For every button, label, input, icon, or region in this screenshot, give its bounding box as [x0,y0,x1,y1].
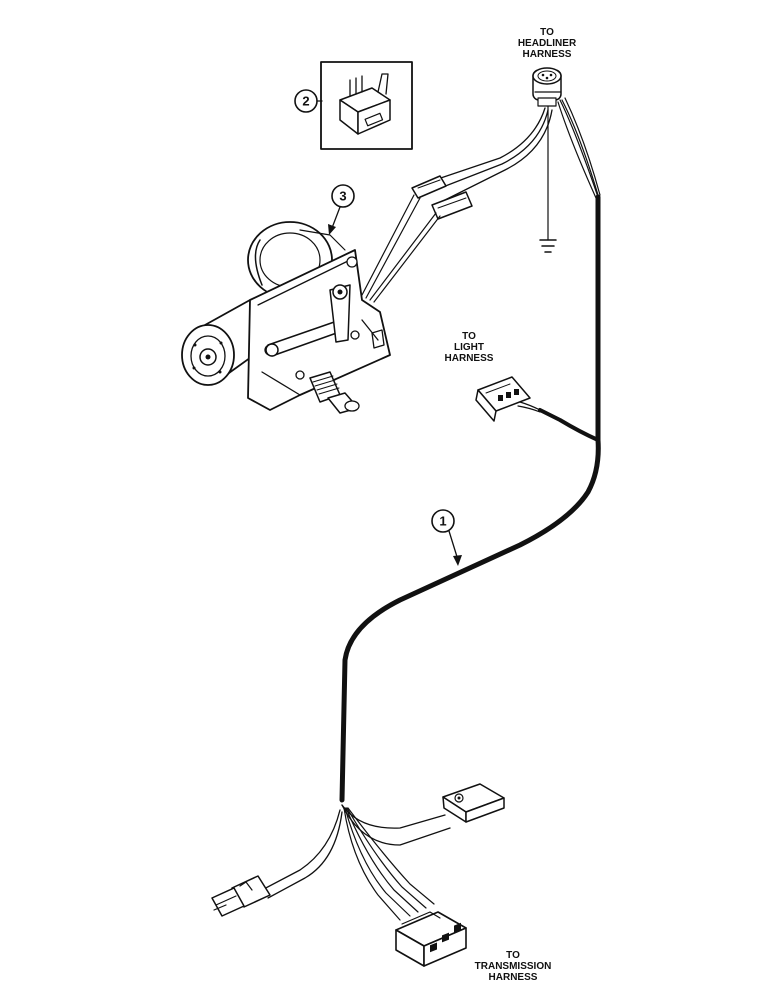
headliner-label-line-3: HARNESS [523,49,572,60]
ground-wire [539,104,557,253]
motor-branch-connector-lower [431,191,473,220]
light-harness-connector [475,376,531,422]
light-label-line-3: HARNESS [445,353,494,364]
callout-2: 2 [294,89,323,113]
headliner-connector [532,67,562,107]
lower-left-plug [211,875,271,917]
lower-right-branch-wires [341,804,451,846]
callout-3: 3 [328,184,355,235]
callout-3-number: 3 [339,189,346,204]
callout-1: 1 [431,509,462,566]
light-branch-wires [517,401,600,442]
callout-1-number: 1 [439,514,446,529]
transmission-label-line-3: HARNESS [489,972,538,983]
motor-branch-connector-upper [411,175,447,199]
label-to-headliner-harness: TO HEADLINER HARNESS [518,27,577,60]
transmission-label-line-2: TRANSMISSION [475,961,552,972]
lower-left-branch-wires [261,809,343,899]
callout-2-number: 2 [302,94,309,109]
label-to-light-harness: TO LIGHT HARNESS [445,331,494,364]
light-label-line-1: TO [462,331,476,342]
lower-right-connector [442,783,505,823]
headliner-label-line-1: TO [540,27,554,38]
wiper-motor-assembly [181,221,391,414]
motor-branch-wires [419,107,553,201]
label-to-transmission-harness: TO TRANSMISSION HARNESS [475,950,552,983]
connector-inset-box [320,61,413,150]
motor-feed-wires [361,194,441,303]
headliner-wires [557,97,601,199]
light-label-line-2: LIGHT [454,342,484,353]
transmission-branch-wires [343,807,435,921]
transmission-label-line-1: TO [506,950,520,961]
headliner-label-line-2: HEADLINER [518,38,577,49]
main-harness-trunk [339,194,601,803]
transmission-harness-connector [395,911,467,967]
